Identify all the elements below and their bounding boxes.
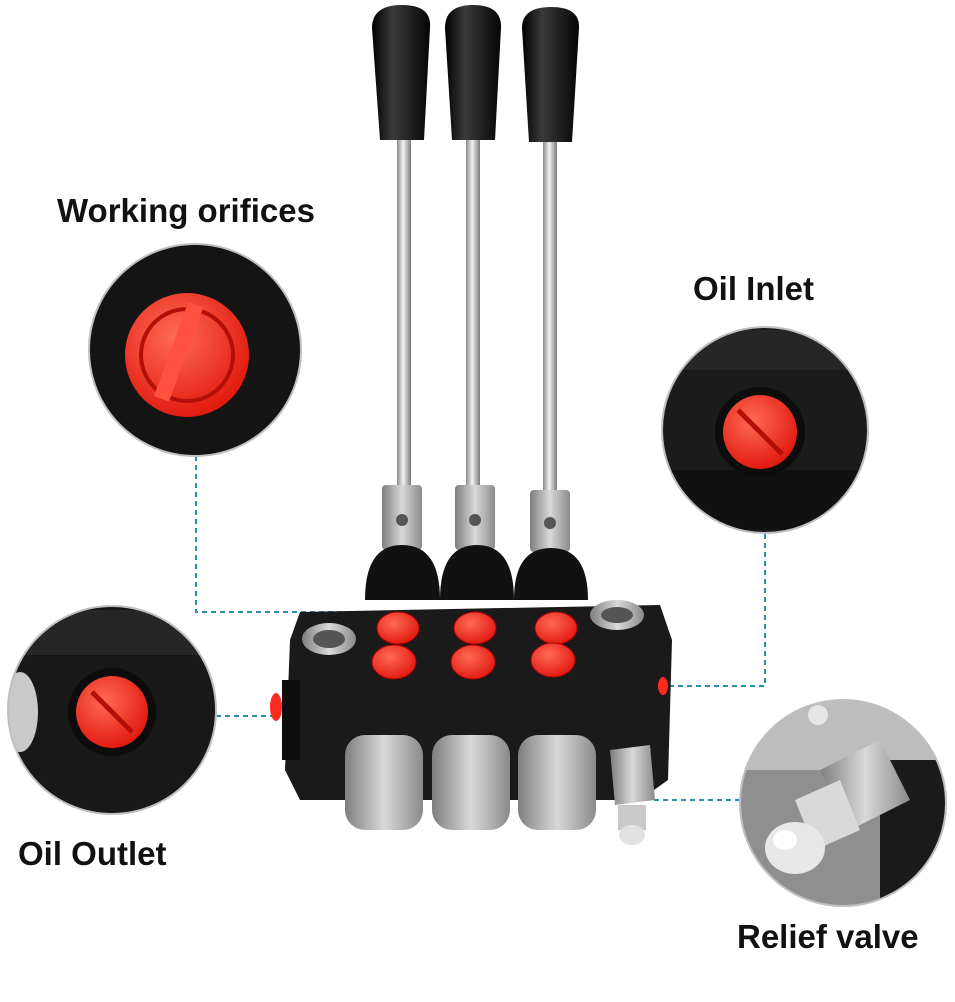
lever-handles (365, 5, 588, 600)
oil-outlet-label: Oil Outlet (18, 835, 167, 872)
oil-outlet-closeup (7, 605, 217, 815)
valve-body (270, 600, 672, 845)
relief-valve-label: Relief valve (737, 918, 919, 955)
oil-inlet-closeup (661, 326, 869, 534)
working-orifice-closeup (88, 243, 302, 457)
oil-inlet-label: Oil Inlet (693, 270, 815, 307)
working-orifices-label: Working orifices (57, 192, 315, 229)
relief-valve-closeup (739, 699, 947, 907)
